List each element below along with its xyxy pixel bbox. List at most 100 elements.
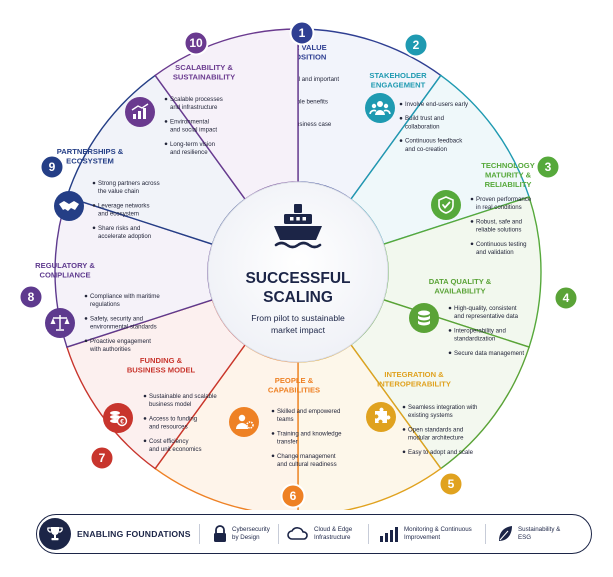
segment-bullet: Seamless integration with bbox=[408, 404, 477, 411]
segment-bullet: and social impact bbox=[170, 127, 217, 134]
segment-8: REGULATORY &COMPLIANCE Compliance with ma… bbox=[35, 196, 214, 353]
footer-divider bbox=[278, 524, 279, 544]
number-badge-10: 10 bbox=[183, 30, 209, 56]
foundation-label-sustainability: Sustainability & ESG bbox=[518, 526, 561, 541]
center-subtitle-line2: market impact bbox=[271, 325, 326, 335]
segment-title: PEOPLE & bbox=[275, 376, 314, 385]
segment-bullet: Safety, security and bbox=[90, 315, 143, 322]
bullet-dot bbox=[164, 120, 168, 123]
badge-number: 7 bbox=[99, 451, 106, 465]
center-title-line1: SUCCESSFUL bbox=[245, 270, 350, 287]
segment-bullet: Skilled and empowered bbox=[277, 408, 340, 415]
bullet-dot bbox=[470, 242, 474, 246]
segment-bullet: modular architecture bbox=[408, 435, 464, 442]
segment-title: RELIABILITY bbox=[485, 180, 532, 189]
segment-title: STAKEHOLDER bbox=[369, 71, 427, 80]
bullet-dot bbox=[143, 439, 147, 443]
segment-bullet: Continuous testing bbox=[476, 241, 526, 248]
foundation-item-cloud: Cloud & Edge Infrastructure bbox=[287, 515, 370, 552]
segment-bullet: with authorities bbox=[89, 346, 131, 353]
segment-bullet: Robust, safe and bbox=[476, 218, 522, 225]
ship-icon bbox=[274, 204, 322, 249]
segment-bullet: and cultural readiness bbox=[277, 461, 337, 468]
segment-bullet: Proactive engagement bbox=[90, 338, 151, 345]
badge-number: 1 bbox=[299, 26, 306, 40]
segment-bullet: accelerate adoption bbox=[98, 233, 151, 240]
segment-bullet: Strong partners across bbox=[98, 180, 160, 187]
bullet-dot bbox=[84, 317, 88, 320]
number-badge-7: 7 bbox=[89, 445, 115, 471]
number-badge-3: 3 bbox=[535, 154, 561, 180]
segment-bullet: Change management bbox=[277, 453, 336, 460]
badge-number: 2 bbox=[413, 38, 420, 52]
number-badge-8: 8 bbox=[18, 284, 44, 310]
person-gear-icon bbox=[229, 407, 259, 437]
bullet-dot bbox=[470, 197, 474, 201]
foundation-item-sustainability: Sustainability & ESG bbox=[497, 515, 564, 552]
segment-title: PARTNERSHIPS & bbox=[57, 147, 124, 156]
segment-bullet: Interoperability and bbox=[454, 327, 506, 334]
segment-bullet: Cost efficiency bbox=[149, 438, 189, 445]
segment-bullet: teams bbox=[277, 416, 294, 423]
segment-bullet: Open standards and bbox=[408, 426, 463, 433]
number-badge-6: 6 bbox=[280, 483, 306, 509]
segment-bullet: Secure data management bbox=[454, 350, 524, 357]
segment-title: PROPOSITION bbox=[274, 53, 327, 62]
footer-divider bbox=[199, 524, 200, 544]
svg-text:€: € bbox=[120, 419, 124, 426]
segment-bullet: Solve real and important bbox=[273, 76, 339, 83]
number-badge-4: 4 bbox=[553, 285, 579, 311]
bullet-dot bbox=[399, 116, 403, 120]
growth-chart-icon bbox=[125, 97, 155, 127]
segment-bullet: the value chain bbox=[98, 188, 139, 195]
bullet-dot bbox=[164, 142, 168, 146]
segment-9: PARTNERSHIPS &ECOSYSTEM Strong partners a… bbox=[54, 74, 247, 246]
segment-title: REGULATORY & bbox=[35, 261, 95, 270]
badge-number: 10 bbox=[189, 36, 203, 50]
segment-bullet: and unit economics bbox=[149, 446, 202, 453]
center-subtitle-line1: From pilot to sustainable bbox=[251, 313, 345, 323]
shield-check-icon bbox=[431, 190, 461, 220]
number-badge-5: 5 bbox=[438, 471, 464, 497]
segment-title: BUSINESS MODEL bbox=[127, 366, 196, 375]
bullet-dot bbox=[271, 454, 275, 458]
segment-bullet: Involve end-users early bbox=[405, 101, 469, 108]
segment-bullet: and co-creation bbox=[405, 146, 447, 153]
segment-bullet: Strong business case bbox=[273, 121, 332, 128]
segment-title: COMPLIANCE bbox=[39, 271, 90, 280]
bullet-dot bbox=[448, 329, 452, 332]
segment-title: CAPABILITIES bbox=[268, 386, 320, 395]
segment-bullet: Easy to adopt and scale bbox=[408, 449, 474, 456]
badge-number: 9 bbox=[49, 160, 56, 174]
segment-bullet: Share risks and bbox=[98, 225, 140, 232]
foundations-title: ENABLING FOUNDATIONS bbox=[77, 528, 191, 539]
segment-bullet: and resilience bbox=[170, 149, 208, 156]
bullet-dot bbox=[448, 306, 452, 310]
segment-bullet: Long-term vision bbox=[170, 141, 215, 148]
segment-bullet: transfer bbox=[277, 439, 298, 446]
segment-bullet: and resources bbox=[149, 424, 188, 431]
segment-bullet: Sustainable and scalable bbox=[149, 393, 217, 400]
segment-title: CLEAR VALUE bbox=[273, 43, 326, 52]
segment-bullet: environmental standards bbox=[90, 324, 157, 331]
padlock-icon bbox=[214, 524, 226, 542]
enabling-foundations-bar: ENABLING FOUNDATIONS Cybersecurity by De… bbox=[36, 514, 592, 554]
segment-bullet: reliable solutions bbox=[476, 227, 521, 234]
bullet-dot bbox=[143, 394, 147, 398]
bullet-dot bbox=[399, 102, 403, 106]
segment-title: ECOSYSTEM bbox=[66, 157, 114, 166]
segment-title: INTEROPERABILITY bbox=[377, 380, 451, 389]
segment-bullet: Compliance with maritime bbox=[90, 293, 160, 300]
segment-bullet: and infrastructure bbox=[170, 104, 218, 111]
footer-divider bbox=[485, 524, 486, 544]
segment-bullet: regulations bbox=[90, 301, 120, 308]
foundation-label-cybersecurity: Cybersecurity by Design bbox=[232, 526, 270, 541]
segment-bullet: Build trust and bbox=[405, 115, 444, 122]
cloud-icon bbox=[287, 527, 308, 540]
segment-title: MATURITY & bbox=[485, 171, 532, 180]
segment-bullet: High-quality, consistent bbox=[454, 305, 517, 312]
bullet-dot bbox=[470, 220, 474, 223]
scales-icon bbox=[45, 308, 75, 338]
